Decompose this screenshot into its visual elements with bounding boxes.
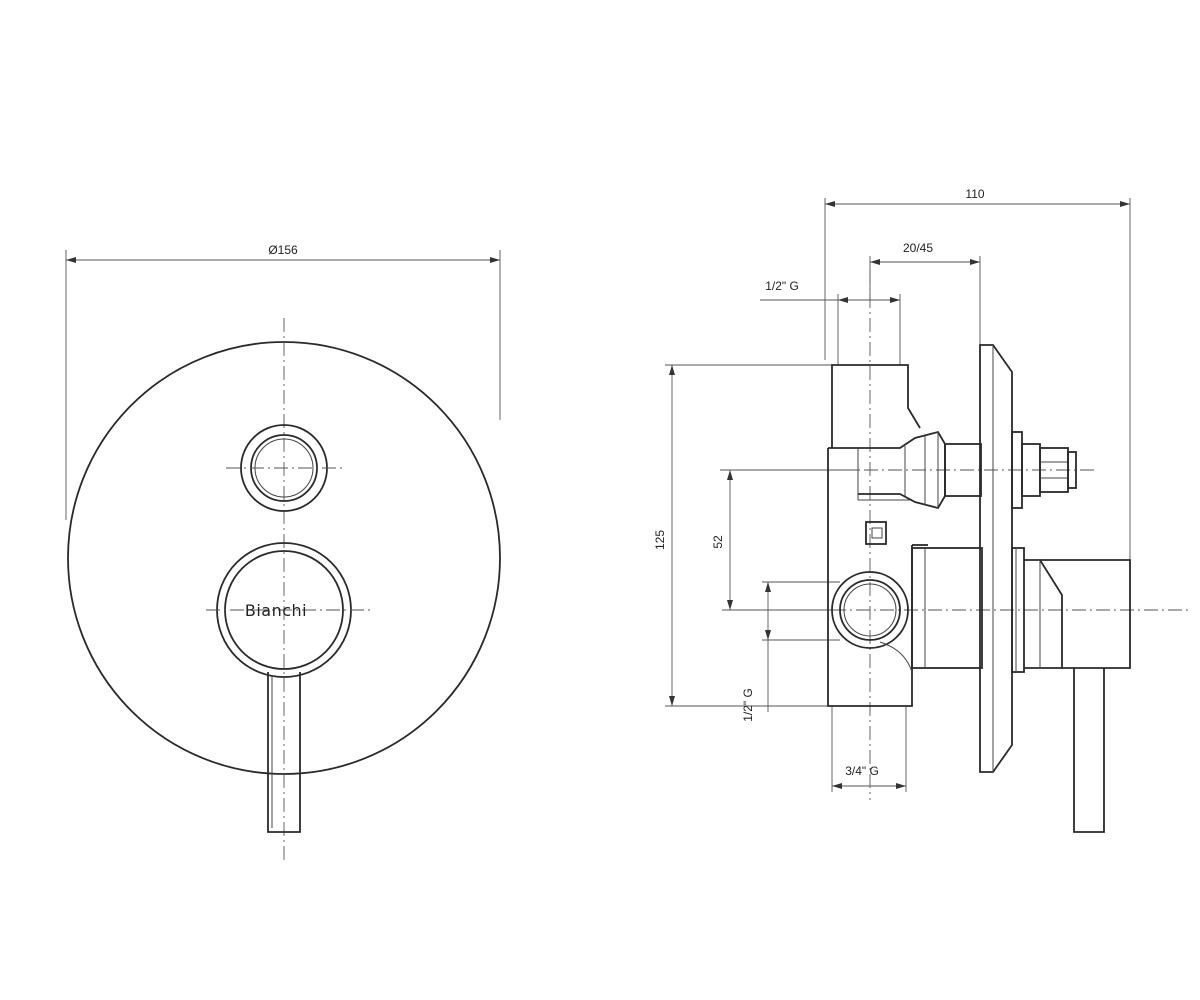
diameter-label: Ø156 [268,243,298,257]
diameter-dimension: Ø156 [65,243,501,520]
front-view: Ø156 Bianchi [65,243,501,860]
adjust-range-label: 20/45 [903,241,933,255]
depth-dimension: 110 [824,187,1131,560]
handle-side [1040,559,1131,833]
adjust-range-dimension: 20/45 [869,241,981,345]
outlet-label: 3/4" G [845,764,879,778]
bottom-inlet-dimension: 1/2" G [741,581,840,722]
depth-label: 110 [965,187,984,201]
diverter-knob [226,424,342,512]
top-inlet-label: 1/2" G [765,279,799,293]
lever [267,672,301,833]
top-inlet-dimension: 1/2" G [760,279,901,365]
height-label: 125 [653,530,667,550]
outlet-dimension: 3/4" G [831,706,907,792]
brand-label: Bianchi [245,601,307,620]
valve-body [827,364,928,707]
side-view: 110 20/45 1/2" G 125 [653,187,1188,833]
mixer-hub: Bianchi [206,542,372,678]
height-dimension: 125 [653,364,832,707]
center-distance-label: 52 [711,535,725,549]
wall-plate-side [979,344,1013,773]
bottom-inlet-label: 1/2" G [741,688,755,722]
